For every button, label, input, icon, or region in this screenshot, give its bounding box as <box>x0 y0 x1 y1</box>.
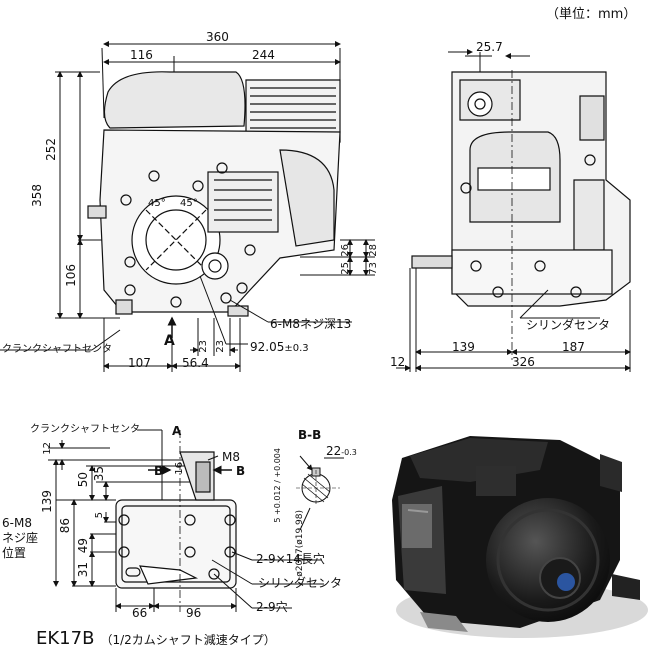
bolt-note: 6-M8ネジ深13 <box>270 317 352 331</box>
view-a <box>48 429 324 612</box>
section-b-left: B <box>154 464 164 478</box>
dim-left: 116 <box>130 48 153 62</box>
view-a-cylinder-center-label: シリンダセンタ <box>258 576 343 590</box>
view-a-dim-49: 49 <box>76 538 90 554</box>
dim-28: 28 <box>368 244 379 257</box>
dim-187: 187 <box>562 340 585 354</box>
section-b-right: B <box>236 464 246 478</box>
cylinder-center-label: シリンダセンタ <box>526 318 611 332</box>
dim-height-total: 358 <box>30 184 44 207</box>
dim-23b: 23 <box>215 340 226 353</box>
view-a-m8: M8 <box>222 450 240 464</box>
dim-23a: 23 <box>198 340 209 353</box>
section-b-b-title: B-B <box>298 428 322 442</box>
section-b-b <box>296 455 344 531</box>
shaft-diameter: ø20h7(ø19.98) <box>295 510 305 577</box>
dim-25: 25 <box>340 262 351 275</box>
key-height: 5 +0.012 / +0.004 <box>273 448 282 523</box>
slot-label: 2-9×14長穴 <box>256 552 325 566</box>
dim-56-4: 56.4 <box>182 356 209 370</box>
view-a-dim-66: 66 <box>132 606 148 620</box>
view-a-dim-35: 35 <box>92 466 106 482</box>
dim-107: 107 <box>128 356 151 370</box>
key-dim: 22-0.3 <box>326 444 357 458</box>
engine-photo <box>392 436 648 638</box>
dim-right: 244 <box>252 48 275 62</box>
dim-height-upper: 252 <box>44 138 58 161</box>
unit-note: （単位：mm） <box>546 7 637 22</box>
arrow-a-label: A <box>164 333 175 349</box>
dim-pcd: 92.05±0.3 <box>250 340 309 354</box>
dim-height-lower: 106 <box>64 264 78 287</box>
angle-left: 45° <box>148 198 166 209</box>
front-view <box>396 49 631 372</box>
view-a-dim-96: 96 <box>186 606 202 620</box>
view-a-crank-label: クランクシャフトセンタ <box>30 424 140 435</box>
angle-right: 45° <box>180 198 198 209</box>
view-a-dim-31: 31 <box>76 562 90 578</box>
engine-badge: C-OHV <box>484 174 521 185</box>
hole-label: 2-9穴 <box>256 600 288 614</box>
dim-326: 326 <box>512 355 535 369</box>
dim-25-7: 25.7 <box>476 40 503 54</box>
m8-seat-position-label: 6-M8 ネジ座 位置 <box>2 516 39 560</box>
dim-overall-width: 360 <box>206 30 229 44</box>
view-a-title: A <box>172 424 182 438</box>
view-a-dim-139: 139 <box>40 490 54 513</box>
dim-26: 26 <box>340 244 351 257</box>
crankshaft-center-label: クランクシャフトセンタ <box>2 344 112 355</box>
side-view <box>0 41 375 372</box>
view-a-dim-50: 50 <box>76 472 90 488</box>
view-a-dim-12: 12 <box>42 442 53 455</box>
view-a-dim-5: 5 <box>94 512 105 519</box>
view-a-dim-16: 16 <box>174 462 185 475</box>
dim-139: 139 <box>452 340 475 354</box>
view-a-dim-86: 86 <box>58 518 72 534</box>
dim-73: 73 <box>368 262 379 275</box>
model-caption: EK17B（1/2カムシャフト減速タイプ） <box>36 628 276 649</box>
dim-12: 12 <box>390 355 406 369</box>
